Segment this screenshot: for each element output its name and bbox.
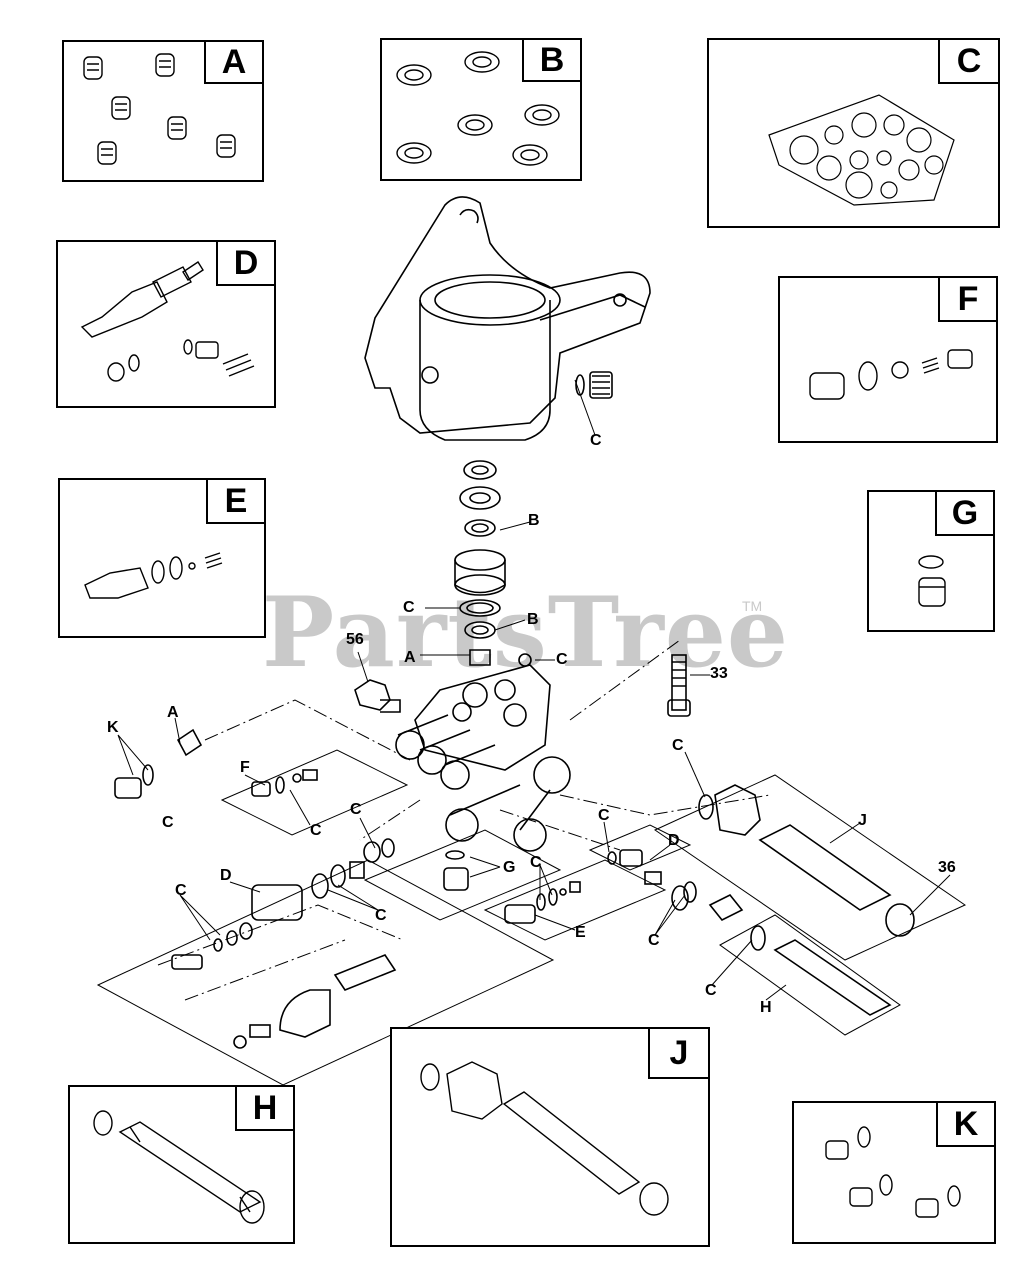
e-group-parts (504, 881, 581, 924)
callout-b: B (528, 512, 540, 529)
callout-c: C (672, 737, 684, 754)
callout-33: 33 (710, 665, 728, 682)
callout-c: C (350, 801, 362, 818)
kit-box-d-letter: D (216, 240, 276, 286)
kit-box-d: D (56, 240, 276, 408)
callout-j: J (858, 812, 867, 829)
callout-c: C (175, 882, 187, 899)
kit-box-j-letter: J (648, 1027, 710, 1079)
callout-c: C (705, 982, 717, 999)
kit-box-b-letter: B (522, 38, 582, 82)
kit-j-inlet-tube (420, 1061, 669, 1216)
callout-c: C (648, 932, 660, 949)
callout-f: F (240, 759, 250, 776)
callout-c: C (598, 807, 610, 824)
kit-box-b: B (380, 38, 582, 181)
crankcase-housing (364, 196, 651, 441)
callout-c: C (162, 814, 174, 831)
manifold (395, 664, 571, 852)
callout-g: G (503, 859, 516, 876)
kit-h-outlet-tube (93, 1110, 265, 1224)
callout-c: C (310, 822, 322, 839)
kit-box-g-letter: G (935, 490, 995, 536)
callout-d: D (668, 832, 680, 849)
callout-b: B (527, 611, 539, 628)
callout-k: K (107, 719, 119, 736)
kit-a-valves (83, 53, 236, 165)
kit-box-k: K (792, 1101, 996, 1244)
kit-box-f-letter: F (938, 276, 998, 322)
watermark-tm: TM (742, 598, 763, 614)
callout-a: A (404, 649, 416, 666)
kit-box-k-letter: K (936, 1101, 996, 1147)
seal-stack (454, 460, 532, 667)
kit-e-valve-parts (84, 552, 223, 599)
kit-box-e: E (58, 478, 266, 638)
h-group-parts (750, 925, 892, 1016)
callout-c: C (375, 907, 387, 924)
g-group-parts (443, 850, 469, 891)
kit-g-plug (918, 555, 946, 607)
side-fitting (575, 371, 613, 399)
watermark-brand: PartsTree (262, 576, 789, 689)
elbow-56 (354, 679, 401, 713)
kit-f-check-valve (809, 349, 973, 400)
kit-box-c-letter: C (938, 38, 1000, 84)
callout-a: A (167, 704, 179, 721)
callout-36: 36 (938, 859, 956, 876)
kit-box-h-letter: H (235, 1085, 295, 1131)
kit-box-j: J (390, 1027, 710, 1247)
kit-box-e-letter: E (206, 478, 266, 524)
kit-box-h: H (68, 1085, 295, 1244)
callout-c: C (556, 651, 568, 668)
callout-d: D (220, 867, 232, 884)
d-small-group-parts (607, 849, 662, 885)
kit-box-c: C (707, 38, 1000, 228)
callout-h: H (760, 999, 772, 1016)
callout-c: C (590, 432, 602, 449)
k-group-parts (114, 728, 203, 799)
kit-d-unloader (80, 261, 255, 382)
kit-box-a-letter: A (204, 40, 264, 84)
kit-b-seals (396, 51, 560, 166)
kit-box-a: A (62, 40, 264, 182)
j-group-parts (671, 784, 915, 937)
f-group-parts (251, 769, 318, 797)
callout-c: C (403, 599, 415, 616)
d-large-group-parts (171, 838, 397, 1049)
kit-box-f: F (778, 276, 998, 443)
callout-e: E (575, 924, 586, 941)
kit-c-oring-pack (768, 94, 955, 206)
callout-c: C (530, 854, 542, 871)
callout-56: 56 (346, 631, 364, 648)
bolt-33 (667, 654, 691, 717)
kit-box-g: G (867, 490, 995, 632)
kit-k-plugs (825, 1126, 961, 1218)
